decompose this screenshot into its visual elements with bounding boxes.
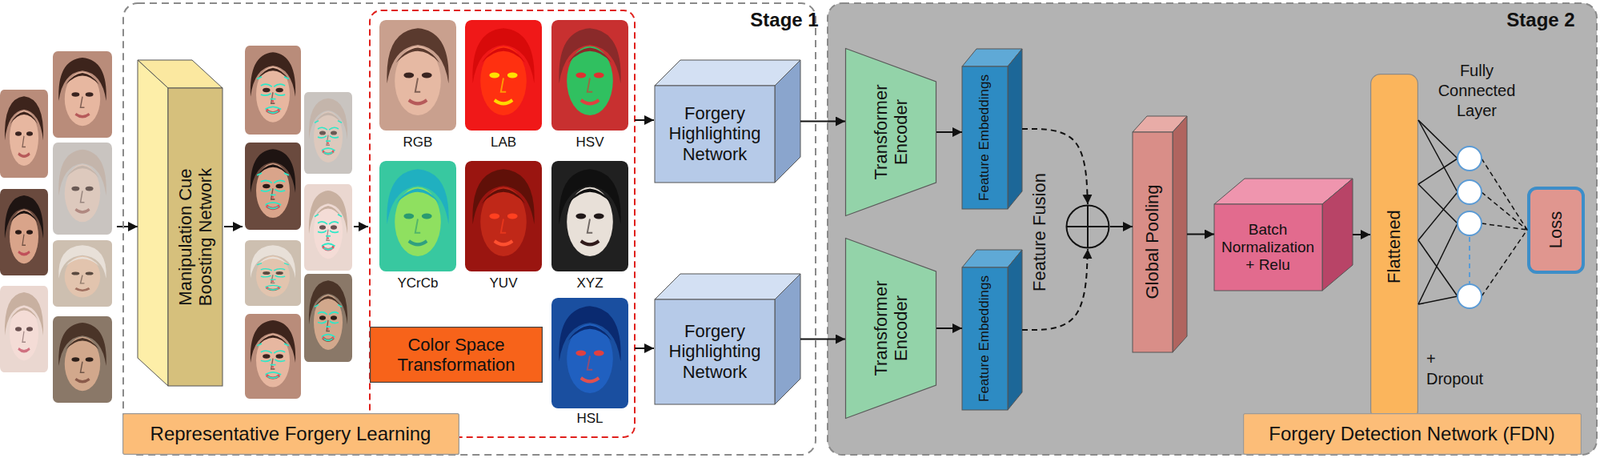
box-outline: [123, 413, 460, 455]
part-label: HSV: [553, 133, 626, 151]
section-label: Representative Forgery Learning: [122, 413, 460, 455]
part-label: Fully Connected Layer: [1428, 60, 1525, 121]
trapezoid-outline: [846, 48, 937, 217]
box-side-face: [774, 60, 801, 183]
network-block: Forgery Highlighting Network: [654, 273, 801, 405]
input-faces: [0, 51, 113, 403]
pooling-block: Global Pooling: [1132, 116, 1187, 353]
node-text: Feature Fusion: [1029, 160, 1050, 305]
network-block: Manipulation Cue Boosting Network: [137, 60, 223, 386]
fusion-operator: Feature Fusion: [1065, 204, 1111, 249]
box-front-face: [1214, 204, 1323, 291]
box-front-face: [654, 299, 775, 405]
node-text: Forgery Highlighting Network: [658, 103, 771, 165]
box-front-face: [1132, 132, 1173, 353]
neuron: [1457, 146, 1482, 309]
cue-faces: [244, 45, 353, 399]
node-text: Color Space Transformation: [376, 334, 537, 376]
normalization-block: Batch Normalization + Relu: [1214, 178, 1353, 291]
fusion-arrow: [1022, 248, 1088, 330]
dense-connection: [1418, 120, 1458, 305]
network-block: Forgery Highlighting Network: [654, 60, 801, 183]
node-text: Forgery Detection Network (FDN): [1246, 422, 1579, 446]
flatten-layer: Flattened: [1370, 73, 1419, 421]
part-label: HSL: [553, 409, 626, 427]
box-front-face: [168, 88, 223, 386]
region-outline: [827, 3, 1597, 455]
node-text: Stage 2: [1504, 8, 1577, 32]
box-side-face: [1172, 116, 1187, 353]
neuron-ellipsis: [1468, 236, 1471, 284]
part-label: RGB: [381, 133, 454, 151]
section-label: Forgery Detection Network (FDN): [1243, 413, 1582, 455]
box-side-face: [1007, 48, 1023, 209]
node-text: Representative Forgery Learning: [126, 422, 455, 446]
flow-arrow: [936, 327, 963, 329]
box-front-face: [962, 66, 1008, 209]
embedding-block: Feature Embeddings: [962, 249, 1023, 410]
circle-outline: [1066, 205, 1110, 249]
stage-region: Stage 1Representative Forgery LearningMa…: [122, 2, 817, 456]
node-text: Loss: [1545, 189, 1566, 270]
process-box: Color Space Transformation: [369, 326, 543, 383]
node-shape: [962, 48, 1023, 209]
flow-arrow: [1352, 233, 1371, 236]
part-label: XYZ: [553, 274, 626, 292]
encoder-block: Transformer Encoder: [845, 237, 937, 419]
stage-region: Stage 2Transformer EncoderFeature Embedd…: [826, 2, 1598, 456]
part-label: YUV: [467, 274, 540, 292]
box-outline: [370, 327, 543, 383]
loss-box: Loss: [1527, 186, 1585, 274]
plus-symbol: [1066, 205, 1110, 249]
part-label: YCrCb: [381, 274, 454, 292]
flow-arrow: [936, 131, 963, 133]
flow-arrow: [800, 338, 846, 341]
node-shape: [826, 2, 1598, 456]
box-side-face: [774, 273, 801, 405]
node-text: Feature Embeddings: [976, 67, 993, 209]
part-label: LAB: [467, 133, 540, 151]
color-space-frame: [369, 10, 635, 438]
node-text: Manipulation Cue Boosting Network: [175, 156, 217, 317]
trapezoid-outline: [846, 238, 937, 419]
box-side-face: [1322, 178, 1353, 291]
node-shape: [1065, 204, 1111, 249]
node-shape: [962, 249, 1023, 410]
part-label: + Dropout: [1426, 348, 1491, 389]
region-outline: [123, 3, 816, 455]
node-text: Feature Embeddings: [976, 268, 993, 410]
encoder-block: Transformer Encoder: [845, 48, 937, 217]
flow-arrow: [1110, 225, 1133, 228]
node-text: Transformer Encoder: [870, 276, 912, 381]
box-front-face: [962, 267, 1008, 410]
dropout-connection: [1481, 158, 1528, 297]
node-text: Stage 1: [748, 8, 821, 32]
flow-arrow: [800, 120, 846, 123]
fusion-arrow: [1022, 128, 1088, 205]
box-side-face: [1007, 249, 1023, 410]
node-text: Forgery Highlighting Network: [658, 320, 771, 382]
flow-arrow: [1186, 233, 1215, 236]
box-outline: [1371, 74, 1419, 421]
box-outline: [1528, 188, 1584, 273]
box-side-face: [137, 60, 169, 386]
node-text: Flattened: [1383, 126, 1404, 367]
node-text: Global Pooling: [1142, 137, 1163, 346]
node-text: Batch Normalization + Relu: [1218, 220, 1319, 274]
box-outline: [1243, 413, 1582, 455]
box-front-face: [654, 85, 775, 183]
node-text: Transformer Encoder: [870, 80, 912, 185]
embedding-block: Feature Embeddings: [962, 48, 1023, 209]
